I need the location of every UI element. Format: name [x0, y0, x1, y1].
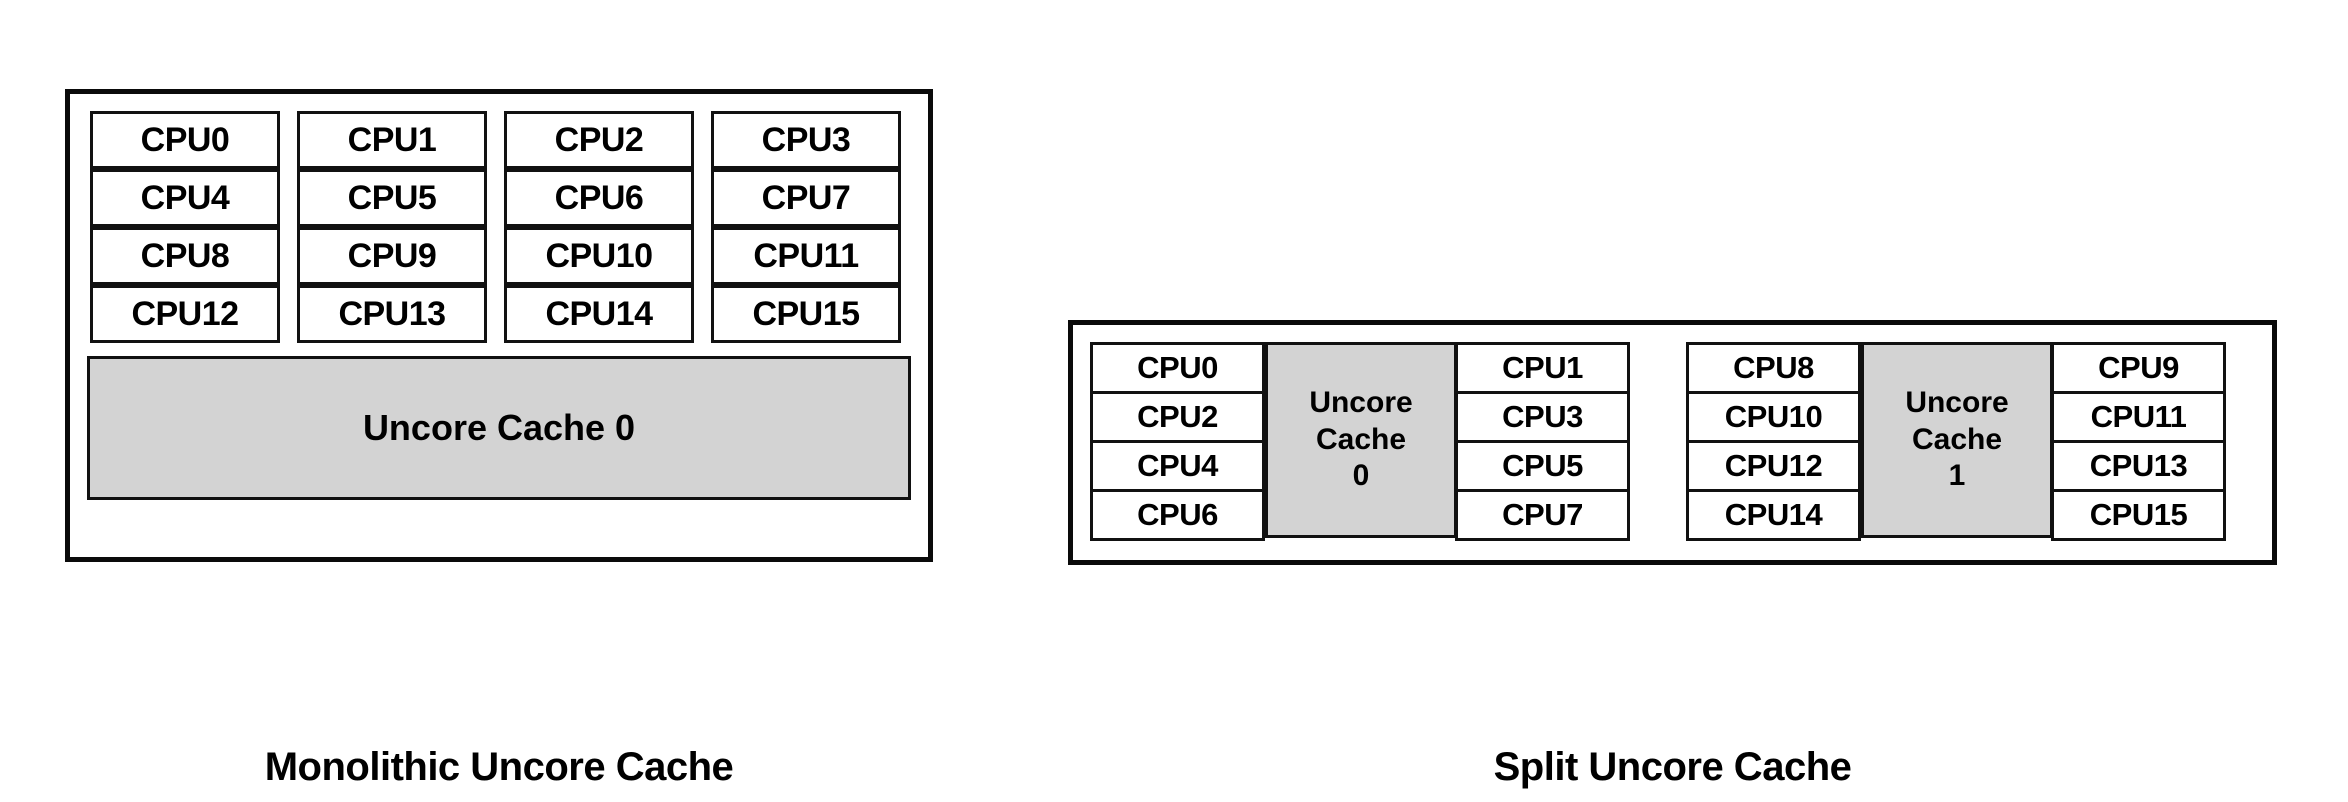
- cpu-box[interactable]: CPU9: [2051, 342, 2226, 394]
- cpu-box[interactable]: CPU5: [297, 169, 487, 227]
- cpu-box[interactable]: CPU14: [1686, 489, 1861, 541]
- cpu-box[interactable]: CPU10: [504, 227, 694, 285]
- cpu-box[interactable]: CPU2: [1090, 391, 1265, 443]
- cpu-box[interactable]: CPU13: [2051, 440, 2226, 492]
- uncore-cache-line-2: Cache: [1315, 422, 1407, 456]
- cpu-box[interactable]: CPU7: [711, 169, 901, 227]
- cpu-box[interactable]: CPU11: [711, 227, 901, 285]
- cpu-box[interactable]: CPU8: [1686, 342, 1861, 394]
- cpu-box[interactable]: CPU7: [1455, 489, 1630, 541]
- uncore-cache-box[interactable]: Uncore Cache 1: [1861, 342, 2053, 538]
- cluster-group-1: CPU8 CPU10 CPU12 CPU14 Uncore Cache 1 CP…: [1686, 342, 2264, 547]
- uncore-cache-line-1: Uncore: [1309, 386, 1413, 420]
- cpu-box[interactable]: CPU5: [1455, 440, 1630, 492]
- cpu-box[interactable]: CPU11: [2051, 391, 2226, 443]
- cpu-box[interactable]: CPU6: [504, 169, 694, 227]
- monolithic-package-box: CPU0 CPU1 CPU2 CPU3 CPU4 CPU5 CPU6 CPU7 …: [65, 89, 933, 562]
- caption-monolithic: Monolithic Uncore Cache: [264, 745, 734, 789]
- cpu-box[interactable]: CPU14: [504, 285, 694, 343]
- cpu-box[interactable]: CPU10: [1686, 391, 1861, 443]
- cluster-group-0: CPU0 CPU2 CPU4 CPU6 Uncore Cache 0 CPU1 …: [1090, 342, 1668, 547]
- uncore-cache-line-3: 1: [1948, 459, 1966, 493]
- cpu-box[interactable]: CPU4: [90, 169, 280, 227]
- uncore-cache-line-3: 0: [1352, 459, 1370, 493]
- cpu-box[interactable]: CPU1: [1455, 342, 1630, 394]
- uncore-cache-box[interactable]: Uncore Cache 0: [1265, 342, 1457, 538]
- caption-split: Split Uncore Cache: [1493, 745, 1852, 789]
- cpu-box[interactable]: CPU4: [1090, 440, 1265, 492]
- cpu-box[interactable]: CPU8: [90, 227, 280, 285]
- cpu-box[interactable]: CPU0: [1090, 342, 1265, 394]
- cpu-box[interactable]: CPU13: [297, 285, 487, 343]
- cpu-box[interactable]: CPU3: [711, 111, 901, 169]
- cpu-box[interactable]: CPU15: [2051, 489, 2226, 541]
- cpu-box[interactable]: CPU3: [1455, 391, 1630, 443]
- split-package-box: CPU0 CPU2 CPU4 CPU6 Uncore Cache 0 CPU1 …: [1068, 320, 2277, 565]
- uncore-cache-line-2: Cache: [1911, 422, 2003, 456]
- cpu-box[interactable]: CPU2: [504, 111, 694, 169]
- cpu-box[interactable]: CPU15: [711, 285, 901, 343]
- cpu-box[interactable]: CPU6: [1090, 489, 1265, 541]
- cpu-box[interactable]: CPU12: [90, 285, 280, 343]
- cpu-box[interactable]: CPU12: [1686, 440, 1861, 492]
- uncore-cache-box[interactable]: Uncore Cache 0: [87, 356, 911, 500]
- cpu-box[interactable]: CPU9: [297, 227, 487, 285]
- cpu-box[interactable]: CPU1: [297, 111, 487, 169]
- cpu-box[interactable]: CPU0: [90, 111, 280, 169]
- uncore-cache-line-1: Uncore: [1905, 386, 2009, 420]
